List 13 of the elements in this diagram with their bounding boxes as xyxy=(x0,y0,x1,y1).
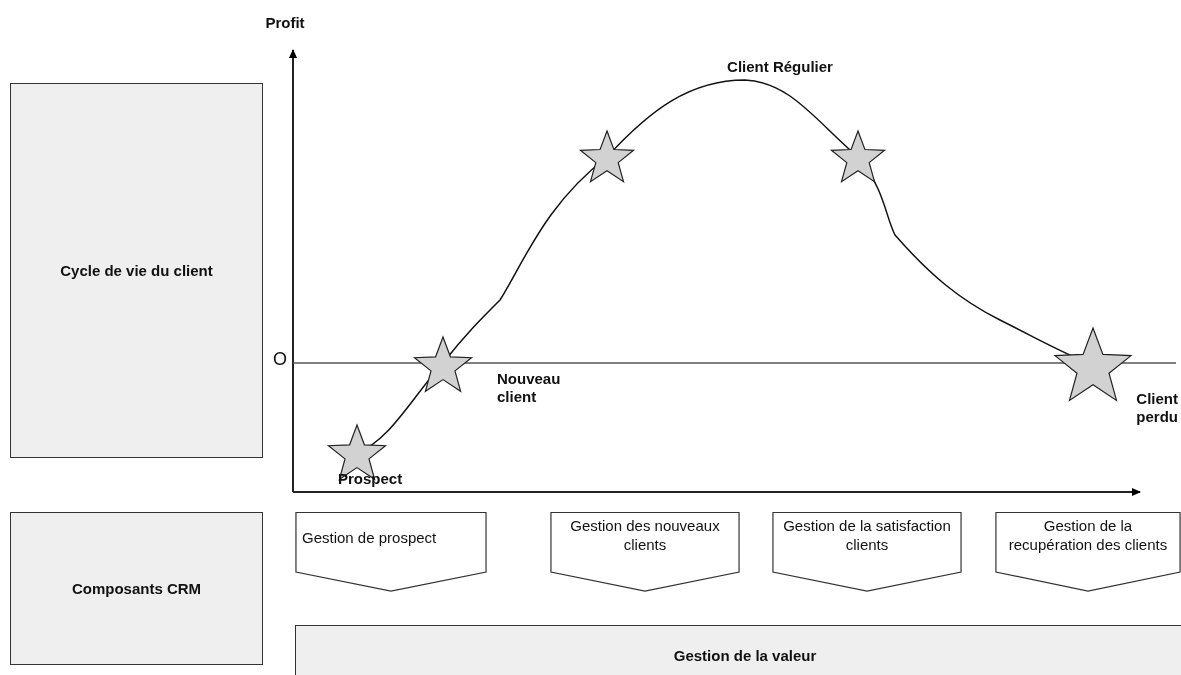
stage-label: Prospect xyxy=(338,470,404,488)
stage-label: Client perdu xyxy=(1135,390,1178,426)
value-band: Gestion de la valeur xyxy=(295,625,1181,675)
axis-tick-label: O xyxy=(272,350,288,368)
pentagon-box: Gestion de prospect xyxy=(295,512,487,592)
side-panel: Cycle de vie du client xyxy=(10,83,263,458)
pentagon-box: Gestion des nouveaux clients xyxy=(550,512,740,592)
stage-label: Client Régulier xyxy=(726,58,834,76)
pentagon-box: Gestion de la satisfaction clients xyxy=(772,512,962,592)
stage-label: Nouveau client xyxy=(497,370,562,406)
side-panel: Composants CRM xyxy=(10,512,263,665)
pentagon-box: Gestion de la recupération des clients xyxy=(995,512,1181,592)
axis-title: Profit xyxy=(264,14,306,32)
